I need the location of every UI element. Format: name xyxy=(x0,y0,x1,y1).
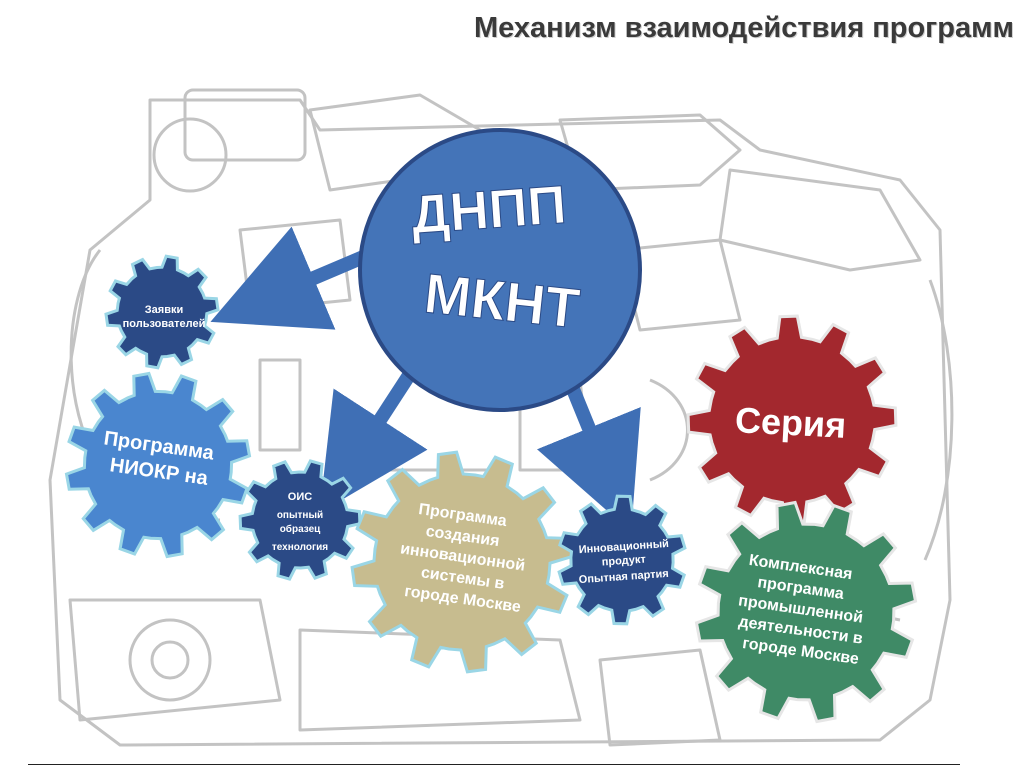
gear-user-requests-line-2: пользователей xyxy=(123,318,206,330)
gear-series-label: Серия xyxy=(734,399,847,446)
gear-ois-line-4: технология xyxy=(272,542,328,553)
gear-series: Серия xyxy=(686,314,898,526)
gear-ois-line-2: опытный xyxy=(277,510,323,521)
gear-user-requests: Заявки пользователей xyxy=(104,254,220,370)
page-title: Механизм взаимодействия программ xyxy=(473,12,1014,44)
arrow-to-user-requests xyxy=(210,226,371,330)
gear-ois-line-1: ОИС xyxy=(288,491,312,503)
hub-dnpp-mknt: ДНПП МКНТ xyxy=(358,128,642,412)
gear-industrial: Комплексная программа промышленной деяте… xyxy=(694,500,918,724)
gear-innovation-system: Программа создания инновационной системы… xyxy=(350,450,574,674)
hub-line-1: ДНПП xyxy=(409,175,568,246)
gear-innovation-product: Инновационный продукт Опытная партия xyxy=(557,494,687,626)
gear-innovation-product-line-2: продукт xyxy=(601,553,646,568)
gear-ois-line-3: образец xyxy=(280,523,321,535)
gear-ois: ОИС опытный образец технология xyxy=(238,459,362,581)
gear-niokr: Программа НИОКР на xyxy=(64,371,252,559)
bottom-divider xyxy=(28,764,960,765)
gear-user-requests-line-1: Заявки xyxy=(145,304,183,316)
